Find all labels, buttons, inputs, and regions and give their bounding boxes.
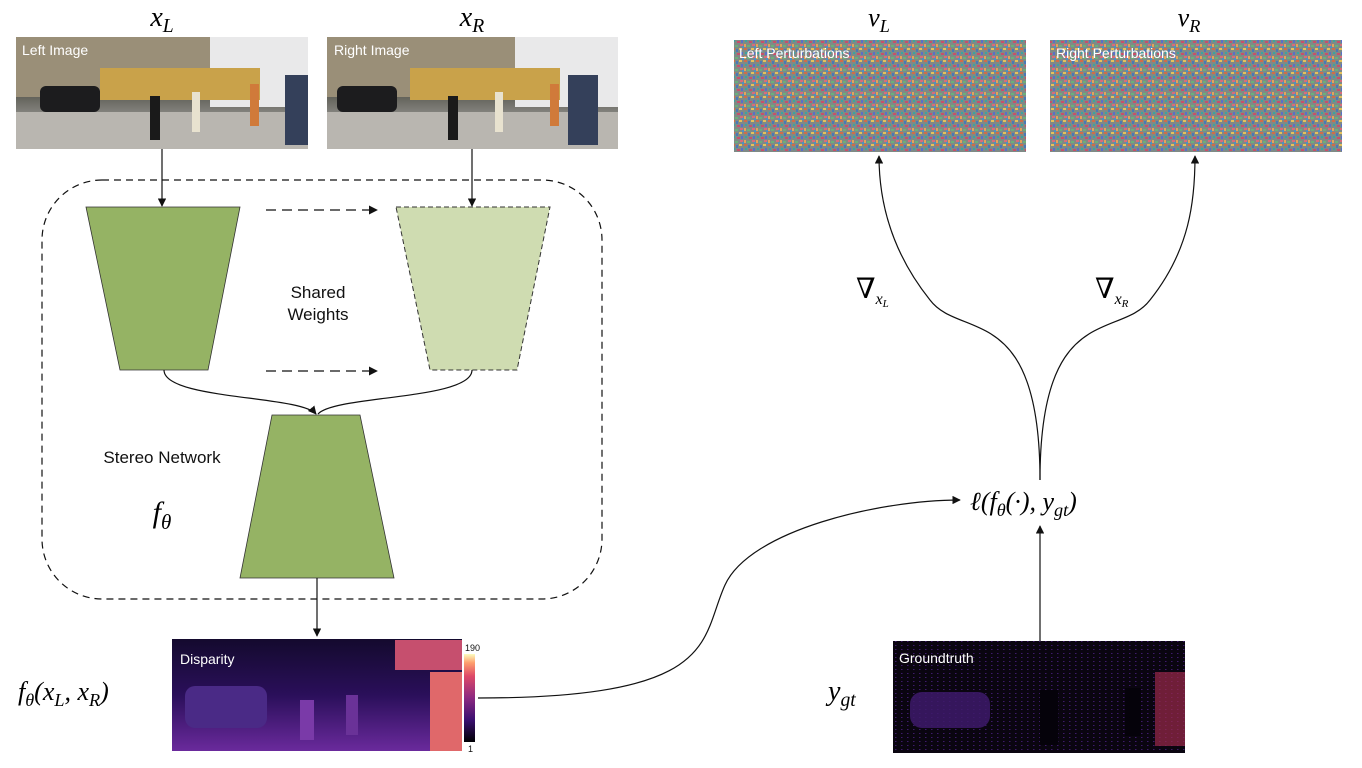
right-perturbation-label: Right Perturbations — [1056, 45, 1176, 61]
left-gradient-symbol: ∇xL — [856, 274, 889, 310]
left-image: Left Image — [16, 37, 308, 149]
left-perturbation-symbol: vL — [868, 3, 890, 36]
left-image-label: Left Image — [22, 42, 88, 58]
right-gradient-symbol: ∇xR — [1095, 274, 1129, 310]
colorbar-min: 1 — [468, 744, 473, 754]
left-encoder — [85, 206, 241, 371]
left-merge-curve — [163, 369, 317, 415]
groundtruth-label: Groundtruth — [899, 650, 974, 666]
left-input-symbol: xL — [149, 2, 173, 37]
groundtruth-map: Groundtruth — [893, 641, 1185, 753]
colorbar-max: 190 — [465, 643, 480, 653]
decoder — [239, 414, 395, 579]
shared-weights-label-line1: Shared — [291, 283, 346, 302]
shared-weights-label-line2: Weights — [287, 305, 348, 324]
right-merge-curve — [317, 369, 473, 415]
right-perturbation-image: Right Perturbations — [1050, 40, 1342, 152]
stereo-network-label: Stereo Network — [103, 448, 221, 467]
disparity-colorbar — [464, 654, 475, 742]
disparity-output-symbol: fθ(xL, xR) — [18, 677, 109, 710]
right-encoder — [395, 206, 551, 371]
left-perturbation-label: Left Perturbations — [739, 45, 850, 61]
disparity-map: Disparity — [172, 639, 462, 751]
right-perturbation-symbol: vR — [1178, 3, 1201, 36]
stereo-network-container — [41, 179, 603, 600]
right-image: Right Image — [327, 37, 618, 149]
loss-function: ℓ(fθ(·), ygt) — [970, 487, 1077, 520]
groundtruth-symbol: ygt — [825, 676, 856, 711]
right-gradient-curve — [1039, 155, 1200, 481]
disparity-to-loss-curve — [477, 495, 961, 699]
disparity-label: Disparity — [180, 651, 234, 667]
left-perturbation-image: Left Perturbations — [734, 40, 1026, 152]
left-gradient-curve — [874, 155, 1041, 481]
right-image-label: Right Image — [334, 42, 410, 58]
right-input-symbol: xR — [459, 2, 484, 37]
network-symbol: fθ — [153, 496, 172, 534]
